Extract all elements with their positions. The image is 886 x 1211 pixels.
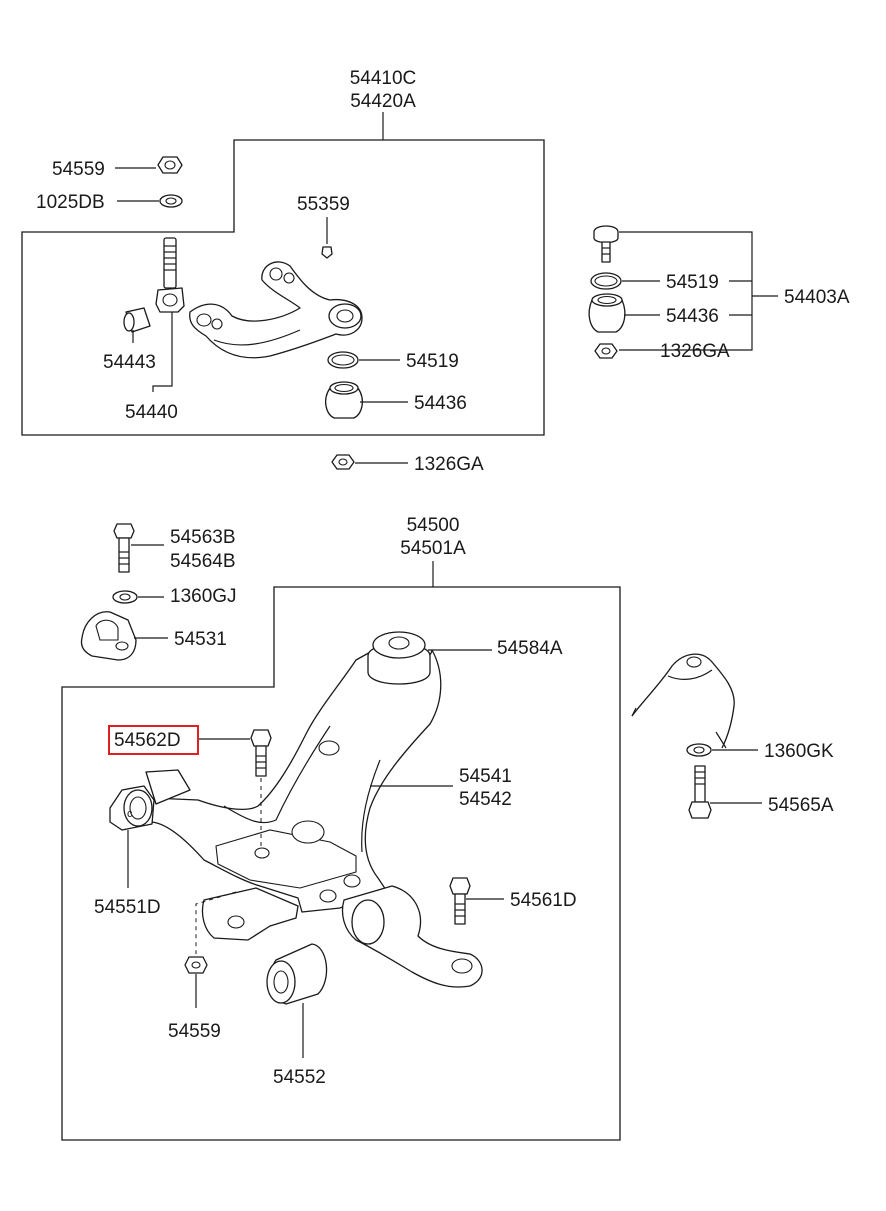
- lower-assembly-frame: [61, 586, 621, 1141]
- lower-washer-label[interactable]: 1360GJ: [170, 586, 237, 607]
- knuckle-arm-icon: [631, 653, 735, 749]
- flange-nut-icon: [157, 156, 183, 174]
- upper-washer-label[interactable]: 1025DB: [36, 192, 105, 213]
- lower-nut-label[interactable]: 54559: [168, 1021, 221, 1042]
- upper-outer-nut-label[interactable]: 1326GA: [414, 454, 484, 475]
- highlighted-bolt-label[interactable]: 54562D: [114, 730, 181, 751]
- ball-joint-nut-icon: [594, 343, 618, 359]
- upper-assembly-label-1[interactable]: 54410C: [350, 68, 417, 89]
- arm-label-1[interactable]: 54541: [459, 766, 512, 787]
- upper-small-bolt-label[interactable]: 55359: [297, 194, 350, 215]
- rear-bolt-label[interactable]: 54561D: [510, 890, 577, 911]
- ball-joint-kit: 54519 54436 1326GA 54403A: [588, 225, 850, 362]
- lower-washer-icon: [112, 590, 138, 604]
- ball-joint-stud-icon: [593, 225, 619, 263]
- lower-assembly-label-2[interactable]: 54501A: [400, 538, 466, 559]
- upper-ring-label[interactable]: 54519: [406, 351, 459, 372]
- side-bolt-label[interactable]: 54565A: [768, 795, 834, 816]
- arm-label-2[interactable]: 54542: [459, 789, 512, 810]
- arm-bolt-icon: [250, 729, 272, 777]
- side-parts: 1360GK 54565A: [631, 653, 834, 819]
- upper-boot-label[interactable]: 54436: [414, 393, 467, 414]
- bracket-icon: [80, 611, 137, 661]
- small-bolt-icon: [321, 246, 333, 259]
- upper-bushing-assy-label[interactable]: 54440: [125, 402, 178, 423]
- ball-joint-ring-icon: [590, 272, 622, 290]
- washer-icon: [159, 194, 183, 208]
- rear-bolt-icon: [449, 877, 471, 925]
- rear-arm-end-icon: [341, 885, 483, 988]
- front-bushing-label[interactable]: 54551D: [94, 897, 161, 918]
- lower-assembly-label-1[interactable]: 54500: [407, 515, 460, 536]
- side-washer-icon: [686, 743, 712, 757]
- dust-boot-icon: [324, 381, 364, 419]
- threaded-stud-icon: [155, 237, 185, 313]
- ball-joint-boot-icon: [588, 293, 626, 333]
- hex-bolt-icon: [113, 523, 135, 573]
- upper-assembly: 54410C 54420A 54559 1025DB 55359: [21, 68, 545, 475]
- front-bushing-icon: c: [109, 769, 191, 831]
- side-bolt-icon: [688, 765, 712, 819]
- upper-assembly-frame: [21, 139, 545, 436]
- lower-bolt-label-2[interactable]: 54564B: [170, 551, 236, 572]
- lower-bolt-label-1[interactable]: 54563B: [170, 527, 236, 548]
- rear-bushing-icon: [266, 943, 328, 1005]
- top-bushing-label[interactable]: 54584A: [497, 638, 563, 659]
- upper-assembly-label-2[interactable]: 54420A: [350, 91, 416, 112]
- side-washer-label[interactable]: 1360GK: [764, 741, 834, 762]
- snap-ring-icon: [327, 351, 359, 369]
- kit-nut-label[interactable]: 1326GA: [660, 341, 730, 362]
- kit-assembly-label[interactable]: 54403A: [784, 287, 850, 308]
- bushing-icon: [123, 307, 151, 333]
- lower-nut-icon: [184, 956, 208, 974]
- upper-nut-label[interactable]: 54559: [52, 159, 105, 180]
- svg-text:c: c: [127, 808, 133, 820]
- highlight-box: [108, 725, 199, 755]
- kit-boot-label[interactable]: 54436: [666, 306, 719, 327]
- hex-nut-icon: [331, 454, 355, 470]
- upper-control-arm-icon: [189, 261, 363, 359]
- upper-bushing-label[interactable]: 54443: [103, 352, 156, 373]
- lower-assembly: 54500 54501A 54563B 54564B 1360GJ 54531: [61, 515, 621, 1141]
- kit-ring-label[interactable]: 54519: [666, 272, 719, 293]
- lower-control-arm-icon: [151, 649, 442, 941]
- top-bushing-icon: [367, 631, 431, 685]
- rear-bushing-label[interactable]: 54552: [273, 1067, 326, 1088]
- bracket-label[interactable]: 54531: [174, 629, 227, 650]
